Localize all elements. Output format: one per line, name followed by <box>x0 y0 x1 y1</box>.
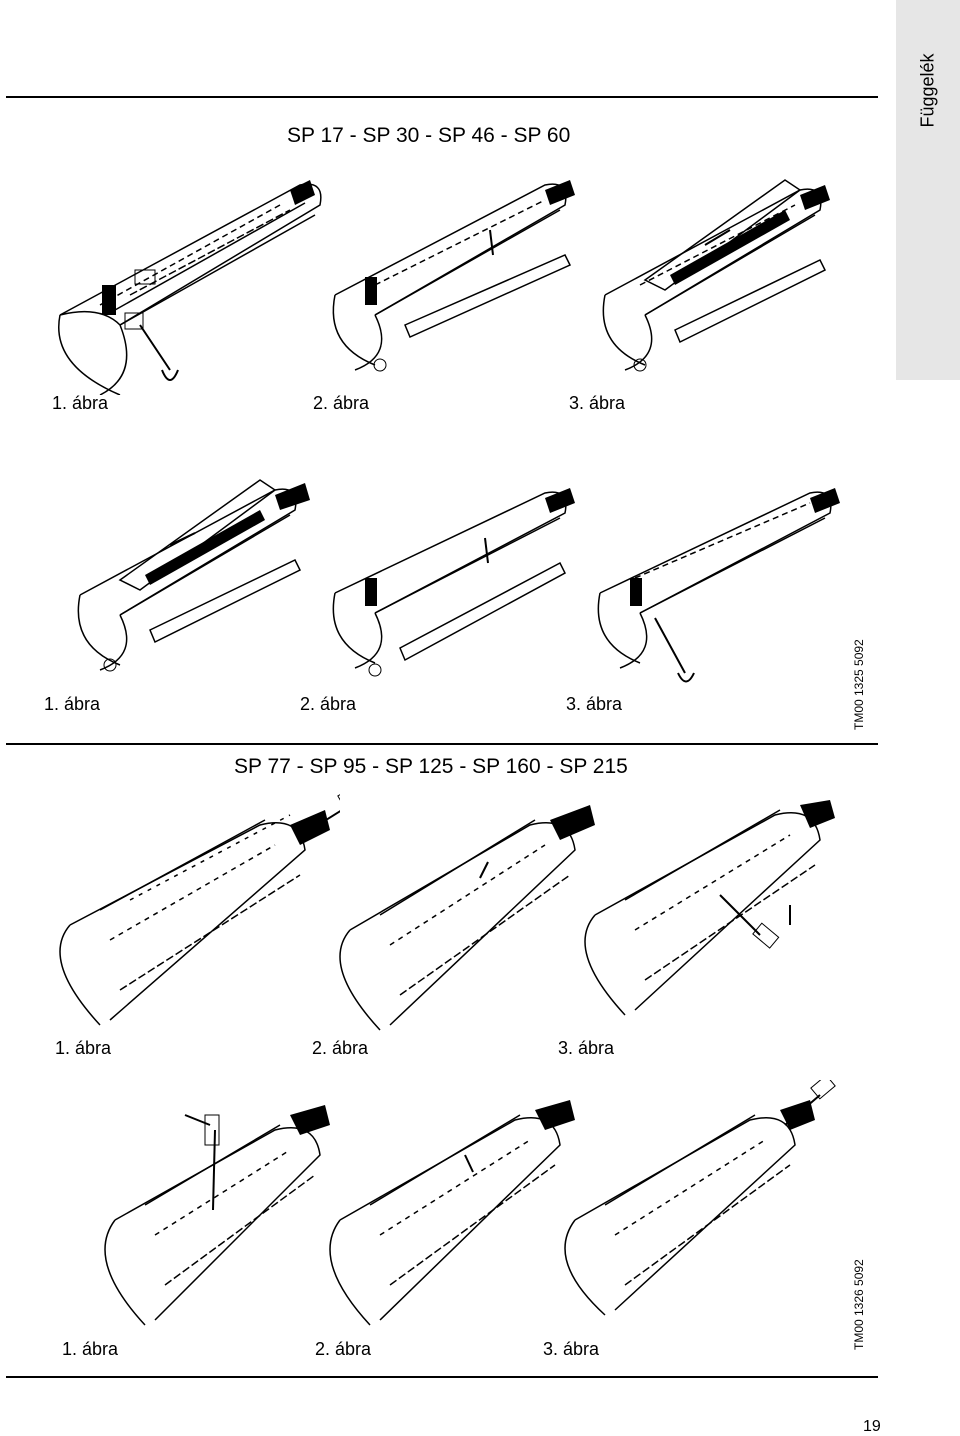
pump-drawing-small <box>597 488 840 683</box>
caption-s2-r1-1: 1. ábra <box>55 1038 112 1058</box>
pump-drawing-small <box>77 479 310 672</box>
page-number: 19 <box>863 1418 881 1435</box>
middle-rule <box>6 743 878 745</box>
section1-title: SP 17 - SP 30 - SP 46 - SP 60 <box>287 124 571 147</box>
pump-drawing-large <box>104 1105 330 1326</box>
pump-drawing-large <box>339 805 595 1031</box>
pump-drawing-small <box>332 488 575 677</box>
figure-s1-r2-2 <box>315 478 585 678</box>
figure-s2-r1-2 <box>320 800 600 1035</box>
figure-s2-r2-3 <box>555 1080 845 1320</box>
figure-s1-r1-3 <box>585 160 845 395</box>
caption-s1-r1-2: 2. ábra <box>313 393 370 413</box>
side-tab-label: Függelék <box>917 52 938 128</box>
appendix-side-tab: Függelék <box>896 0 960 380</box>
caption-s1-r2-1: 1. ábra <box>44 694 101 714</box>
bottom-rule <box>6 1376 878 1378</box>
caption-s2-r2-1: 1. ábra <box>62 1339 119 1359</box>
figure-s1-r2-3 <box>580 478 850 693</box>
figure-s2-r2-2 <box>320 1100 580 1330</box>
pump-drawing-small <box>602 179 830 372</box>
caption-s2-r2-2: 2. ábra <box>315 1339 372 1359</box>
drawing-code-1: TM00 1325 5092 <box>852 639 866 730</box>
top-rule <box>6 96 878 98</box>
figure-s2-r1-1 <box>40 790 340 1030</box>
figure-s1-r2-1 <box>60 465 320 680</box>
caption-s1-r1-3: 3. ábra <box>569 393 626 413</box>
caption-s1-r2-3: 3. ábra <box>566 694 623 714</box>
pump-drawing-large <box>564 1080 836 1316</box>
caption-s1-r2-2: 2. ábra <box>300 694 357 714</box>
pump-drawing-small <box>332 180 575 372</box>
pump-drawing-large <box>329 1100 575 1326</box>
pump-drawing-large <box>584 800 835 1016</box>
caption-s2-r2-3: 3. ábra <box>543 1339 600 1359</box>
figure-s2-r2-1 <box>95 1100 335 1330</box>
section2-title: SP 77 - SP 95 - SP 125 - SP 160 - SP 215 <box>234 755 628 778</box>
caption-s2-r1-3: 3. ábra <box>558 1038 615 1058</box>
figure-s1-r1-2 <box>315 165 605 395</box>
figure-s1-r1-1 <box>40 165 330 395</box>
caption-s2-r1-2: 2. ábra <box>312 1038 369 1058</box>
pump-drawing-large <box>59 790 340 1026</box>
pump-drawing-small <box>58 180 322 395</box>
caption-s1-r1-1: 1. ábra <box>52 393 109 413</box>
figure-s2-r1-3 <box>565 800 845 1020</box>
drawing-code-2: TM00 1326 5092 <box>852 1259 866 1350</box>
